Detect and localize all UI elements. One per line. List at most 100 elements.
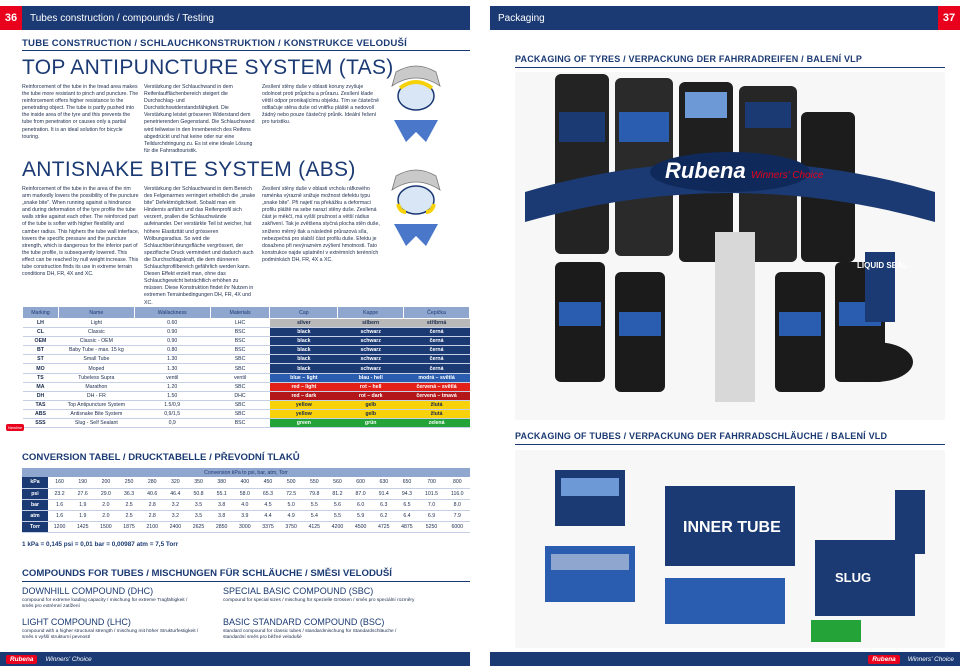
lhc-title: LIGHT COMPOUND (LHC): [22, 617, 131, 627]
spec-cell-wall: 1.5/0,9: [134, 400, 211, 410]
spec-cell-cap: yellow: [269, 409, 338, 420]
footer-logo: Rubena: [868, 654, 900, 664]
tas-text-de: Verstärkung der Schlauchwand in dem Reif…: [144, 84, 255, 154]
spec-cell-name: Small Tube: [58, 354, 135, 365]
conversion-cell: 4500: [349, 521, 373, 533]
conversion-cell: 400: [233, 477, 257, 489]
construction-heading: TUBE CONSTRUCTION / SCHLAUCHKONSTRUKTION…: [22, 38, 407, 49]
spec-cell-cap: black: [269, 336, 338, 347]
header-right: Packaging 37: [490, 6, 960, 30]
spec-cell-code: OEM: [22, 336, 59, 347]
spec-cell-code: TAS: [22, 400, 59, 410]
spec-cell-code: SSS: [22, 418, 59, 429]
pressure-conversion-table: Conversion kPa to psi, bar, atm, Torr kP…: [22, 468, 470, 533]
col-header: Kappe: [337, 306, 405, 319]
divider: [515, 444, 945, 445]
footer-tagline: Winners' Choice: [45, 655, 92, 663]
spec-cell-mat: SBC: [210, 400, 270, 410]
dhc-text-1: compound for extreme loading capacity / …: [22, 598, 188, 603]
conversion-cell: 550: [302, 477, 326, 489]
footer-left: Rubena Winners' Choice: [0, 652, 470, 666]
new-badge: Newline: [6, 424, 25, 431]
spec-cell-kappe: grün: [337, 418, 404, 429]
conversion-cell: 55.1: [210, 488, 234, 500]
conversion-cell: 1.9: [71, 510, 95, 522]
col-header: Name: [57, 306, 135, 319]
footer-logo: Rubena: [6, 654, 38, 664]
spec-cell-cap: red – dark: [269, 391, 338, 401]
spec-cell-cep: černá: [403, 354, 470, 365]
bsc-text-2: standardní směs pro běžné velodušé: [223, 635, 302, 640]
spec-cell-code: BT: [22, 345, 59, 356]
tubes-packaging-heading: PACKAGING OF TUBES / VERPACKUNG DER FAHR…: [515, 431, 888, 441]
conversion-cell: 27.6: [71, 488, 95, 500]
conversion-cell: 380: [210, 477, 234, 489]
spec-cell-mat: ventil: [210, 373, 270, 383]
conversion-cell: 6.5: [395, 499, 419, 511]
spec-cell-cep: stříbrná: [403, 318, 470, 329]
conversion-cell: 6.3: [372, 499, 396, 511]
conversion-cell: 190: [71, 477, 95, 489]
sbc-title: SPECIAL BASIC COMPOUND (SBC): [223, 586, 374, 596]
conversion-cell: 87.0: [349, 488, 373, 500]
conversion-cell: 3.2: [163, 510, 187, 522]
conversion-cell: 1875: [117, 521, 141, 533]
spec-cell-mat: SBC: [210, 409, 270, 420]
spec-cell-wall: 0,9/1,5: [134, 409, 211, 420]
conversion-cell: 800: [444, 477, 470, 489]
spec-cell-name: Moped: [58, 363, 135, 374]
spec-cell-code: CL: [22, 327, 59, 338]
conversion-cell: 91.4: [372, 488, 396, 500]
conversion-cell: 3.5: [186, 499, 211, 511]
conversion-unit-label: kPa: [22, 477, 48, 489]
dhc-text-2: směs pro extrémní zatížení: [22, 604, 80, 609]
spec-cell-wall: ventil: [134, 373, 211, 383]
conversion-cell: 5.5: [325, 510, 350, 522]
spec-cell-cep: černá: [403, 336, 470, 347]
spec-cell-cap: red – light: [269, 382, 338, 392]
col-header: Materials: [209, 306, 271, 319]
page-number-right: 37: [938, 6, 960, 30]
spec-cell-name: Tubeless Supra: [58, 373, 135, 383]
bsc-text-1: standard compound for classic tubes / st…: [223, 629, 397, 634]
spec-cell-kappe: rot – dark: [337, 391, 404, 401]
conversion-cell: 2.5: [117, 499, 141, 511]
spec-cell-wall: 0.90: [134, 327, 211, 338]
section-title-right: Packaging: [498, 12, 545, 24]
conversion-cell: 250: [117, 477, 141, 489]
tas-tube-cross-section-icon: [391, 65, 441, 142]
spec-cell-cap: yellow: [269, 400, 338, 410]
spec-cell-wall: 1.50: [134, 391, 211, 401]
conversion-cell: 6.9: [418, 510, 445, 522]
spec-cell-cep: červená – tmavá: [403, 391, 470, 401]
lhc-text-1: compound with a higher structural streng…: [22, 629, 199, 634]
brand-tagline-text: Winners' Choice: [751, 170, 824, 181]
conversion-cell: 3.2: [163, 499, 187, 511]
conversion-cell: 4.5: [256, 499, 280, 511]
conversion-cell: 2.5: [117, 510, 141, 522]
spec-cell-name: Marathon: [58, 382, 135, 392]
conversion-cell: 5.6: [325, 499, 350, 511]
divider: [22, 50, 470, 51]
conversion-cell: 160: [48, 477, 72, 489]
spec-cell-wall: 1.30: [134, 363, 211, 374]
tube-spec-table: Marking Name Wallackness Materials Cap K…: [22, 306, 470, 429]
abs-title: ANTISNAKE BITE SYSTEM (ABS): [22, 158, 356, 181]
conversion-cell: 72.5: [279, 488, 303, 500]
conversion-cell: 1425: [71, 521, 95, 533]
conversion-unit-label: Torr: [22, 521, 48, 533]
abs-text-de: Verstärkung der Schlauchwand in dem Bere…: [144, 186, 256, 306]
sbc-text: compound for special sizes / mischung fü…: [223, 598, 415, 603]
col-header: Wallackness: [133, 306, 211, 319]
spec-cell-name: Top Antipuncture System: [58, 400, 135, 410]
spec-cell-wall: 0.60: [134, 318, 211, 329]
conversion-cell: 2.8: [140, 510, 164, 522]
col-header: Čepička: [403, 306, 470, 319]
